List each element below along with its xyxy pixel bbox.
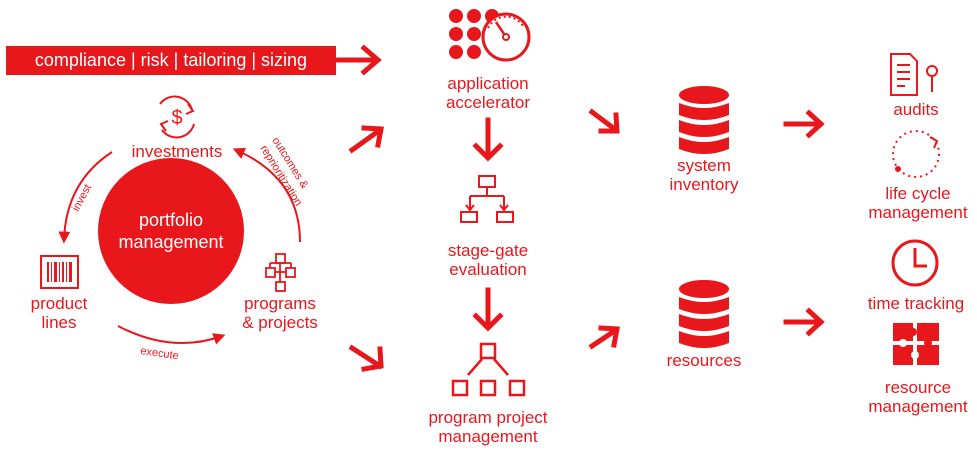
time-tracking-label: time tracking xyxy=(867,294,965,313)
arc-outcomes xyxy=(232,147,301,243)
portfolio-label-line2: management xyxy=(118,232,224,252)
arrow-inventory-to-audits xyxy=(783,109,825,139)
ppm-line2: management xyxy=(438,427,538,446)
dollar-cycle-icon: $ xyxy=(159,95,195,139)
flowchart-icon xyxy=(460,175,514,223)
hierarchy-icon xyxy=(451,342,526,397)
database-icon-resources xyxy=(679,280,729,348)
arc-invest xyxy=(58,151,113,244)
accelerator-line1: application xyxy=(447,74,529,93)
database-icon-inventory xyxy=(679,86,729,154)
program-project-management-label: program project management xyxy=(400,408,576,446)
product-lines-label: product lines xyxy=(14,294,104,332)
lifecycle-line2: management xyxy=(868,203,968,222)
product-lines-line1: product xyxy=(30,294,88,313)
puzzle-icon xyxy=(893,323,939,365)
accelerator-line2: accelerator xyxy=(445,93,531,112)
application-accelerator-label: application accelerator xyxy=(418,74,558,112)
investments-label: investments xyxy=(131,142,223,161)
stage-gate-label: stage-gate evaluation xyxy=(418,241,558,279)
inventory-line2: inventory xyxy=(669,175,739,194)
inventory-line1: system xyxy=(677,156,731,175)
arc-execute xyxy=(117,325,226,345)
requirements-banner: compliance | risk | tailoring | sizing xyxy=(6,46,336,75)
svg-text:$: $ xyxy=(171,107,182,129)
lifecycle-line1: life cycle xyxy=(885,184,951,203)
arrow-accel-to-inventory xyxy=(588,108,620,134)
barcode-icon xyxy=(40,255,79,289)
arc-execute-label: execute xyxy=(140,345,180,362)
arrow-gate-to-ppm xyxy=(472,287,504,332)
dashed-circle-icon xyxy=(892,130,940,178)
arrow-cycle-to-ppm xyxy=(348,344,384,372)
resource-management-label: resource management xyxy=(862,378,974,416)
arrow-resources-to-time xyxy=(783,307,825,337)
life-cycle-management-label: life cycle management xyxy=(862,184,974,222)
system-inventory-label: system inventory xyxy=(644,156,764,194)
resource-mgmt-line2: management xyxy=(868,397,968,416)
portfolio-management-circle: portfolio management xyxy=(98,158,244,304)
clock-icon xyxy=(891,239,939,287)
programs-line2: & projects xyxy=(242,313,318,332)
programs-projects-label: programs & projects xyxy=(230,294,330,332)
portfolio-label-line1: portfolio xyxy=(138,210,204,230)
ppm-line1: program project xyxy=(428,408,548,427)
arrow-cycle-to-accelerator xyxy=(348,125,384,154)
product-lines-line2: lines xyxy=(41,313,77,332)
audits-label: audits xyxy=(893,100,939,119)
stage-gate-line2: evaluation xyxy=(449,260,527,279)
programs-line1: programs xyxy=(244,294,316,313)
org-flow-icon xyxy=(265,253,296,292)
arrow-accel-to-gate xyxy=(472,117,504,162)
resources-label: resources xyxy=(666,351,742,370)
dots-gauge-icon xyxy=(449,9,531,62)
document-pin-icon xyxy=(890,53,938,96)
stage-gate-line1: stage-gate xyxy=(447,241,529,260)
arrow-banner-to-accelerator xyxy=(335,44,382,76)
resource-mgmt-line1: resource xyxy=(884,378,952,397)
arrow-ppm-to-resources xyxy=(588,325,620,350)
